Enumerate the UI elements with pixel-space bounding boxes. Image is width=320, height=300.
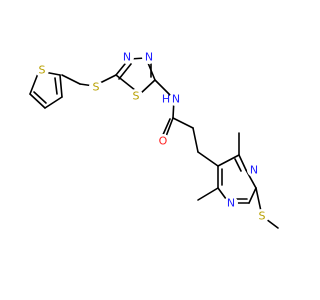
bond: [197, 151, 219, 167]
bond: [54, 77, 58, 95]
atom-label-thiadiazole-n3: N: [123, 51, 131, 64]
atom-label-amide-h: H: [162, 93, 170, 106]
bond: [245, 169, 257, 189]
bond: [44, 96, 63, 109]
bond: [248, 187, 257, 204]
bond: [59, 74, 63, 98]
bond: [61, 74, 81, 85]
thiophene-ring: [29, 70, 63, 109]
bond: [238, 154, 247, 171]
molecule-structure: S S N N S N H O N N S: [29, 50, 279, 229]
atom-label-thioether-s: S: [93, 81, 100, 94]
atom-labels: S S N N S N H O N N S: [35, 50, 269, 223]
atom-label-thiadiazole-n4: N: [145, 51, 153, 64]
bond: [234, 158, 242, 172]
atom-label-thiadiazole-s: S: [133, 90, 140, 103]
bond: [217, 154, 240, 167]
bond: [139, 79, 156, 95]
bond: [197, 187, 219, 201]
atom-label-carbonyl-o: O: [159, 135, 168, 148]
pyrimidine-ring: [217, 154, 257, 204]
bond: [172, 117, 194, 129]
atom-label-pyrimidine-n1: N: [250, 164, 258, 177]
atom-label-amide-n: N: [172, 93, 180, 106]
methylene-linker: [61, 74, 117, 87]
bond: [118, 63, 132, 80]
atom-label-thiophene-s: S: [39, 64, 46, 77]
bond: [192, 127, 199, 153]
bond: [161, 118, 171, 138]
atom-label-pyrimidine-n3: N: [227, 197, 235, 210]
bond: [33, 91, 47, 104]
bond: [29, 93, 46, 109]
atom-label-methylthio-s: S: [259, 210, 266, 223]
